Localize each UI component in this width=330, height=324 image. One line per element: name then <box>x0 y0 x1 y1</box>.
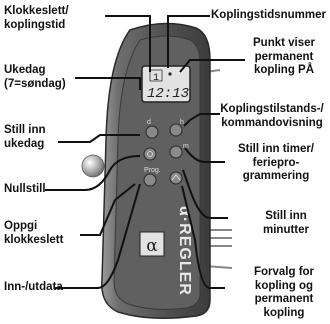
label-set-weekday: Still inn ukedag <box>4 124 46 151</box>
button-prog-label: Prog. <box>144 167 161 174</box>
label-preset: Forvalg for kopling og permanent kopling <box>242 266 326 320</box>
label-switch-number: Koplingstidsnummer <box>211 9 326 23</box>
lcd-switch-number: 1 <box>153 73 159 84</box>
button-d[interactable] <box>146 126 158 138</box>
button-h-label: h <box>180 119 184 126</box>
label-io: Inn-/utdata <box>4 281 63 295</box>
lcd-permanent-dot <box>168 72 171 75</box>
label-switch-state: Koplingstilstands-/ kommandovisning <box>216 103 328 130</box>
button-m[interactable] <box>170 146 182 158</box>
label-weekday: Ukedag (7=søndag) <box>4 64 66 91</box>
button-d-label: d <box>147 119 151 126</box>
label-permanent-dot: Punkt viser permanent kopling PÅ <box>242 37 326 78</box>
button-clock[interactable] <box>144 148 156 160</box>
label-time-display: Klokkeslett/ koplingstid <box>4 5 69 32</box>
label-set-minutes: Still inn minutter <box>246 210 326 237</box>
reset-knob[interactable] <box>82 155 104 177</box>
button-preset[interactable] <box>170 172 182 184</box>
lcd-time: 12:13 <box>147 86 189 102</box>
label-reset: Nullstill <box>4 183 46 197</box>
label-set-hours: Still inn timer/ feriepro- grammering <box>226 143 326 184</box>
brand-logo-glyph: α <box>146 236 158 256</box>
button-prog[interactable] <box>144 174 156 186</box>
label-enter-time: Oppgi klokkeslett <box>4 220 63 247</box>
